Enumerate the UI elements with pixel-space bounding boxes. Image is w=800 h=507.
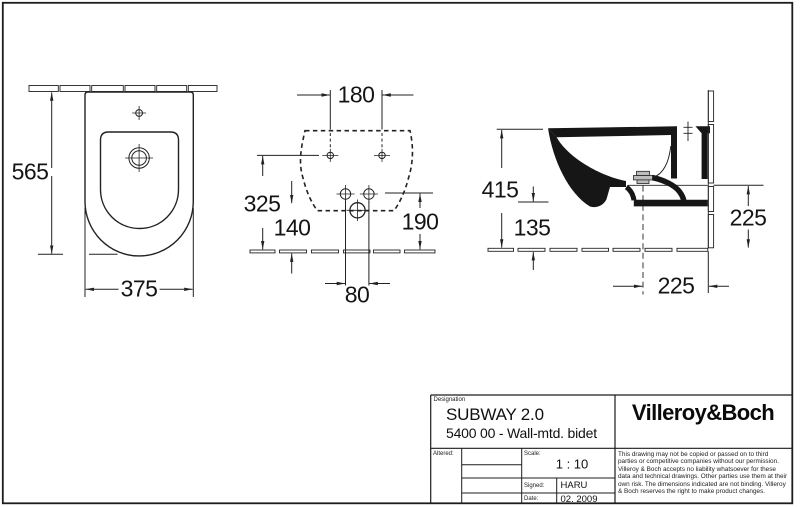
dim-side-wall-height: 225 — [727, 204, 769, 231]
dim-top-mid-height: 140 — [273, 214, 311, 241]
top-floor-hatch — [249, 249, 436, 254]
bidet-side-notch — [624, 184, 637, 201]
signed-label: Signed: — [524, 482, 545, 489]
legal-notice: This drawing may not be copied or passed… — [618, 450, 788, 496]
bidet-side-profile — [548, 126, 710, 208]
front-view — [28, 85, 218, 297]
side-fixing-mark — [683, 121, 693, 141]
top-upper-holes — [322, 148, 390, 162]
date-value: 02. 2009 — [560, 493, 598, 505]
designation-label: Designation — [433, 397, 466, 403]
bidet-front-rim — [99, 131, 180, 230]
dim-top-lower-height: 190 — [399, 208, 441, 235]
signed-value: HARU — [560, 480, 588, 491]
side-wall-hatch — [707, 90, 715, 249]
bidet-side-funnel-line — [653, 145, 672, 178]
front-wall-hatch — [28, 85, 218, 92]
front-height-dimension — [38, 92, 118, 255]
altered-label: Altered: — [433, 450, 454, 457]
side-bottom-height-dimension — [518, 186, 549, 270]
bidet-side-trap — [651, 174, 687, 203]
dim-top-upper-height: 325 — [241, 190, 283, 217]
top-bolt-spacing-dimension — [325, 200, 390, 286]
dim-side-depth: 225 — [655, 272, 697, 299]
dim-top-bolt-spacing: 80 — [344, 281, 370, 308]
product-name: SUBWAY 2.0 — [446, 405, 544, 424]
top-view — [249, 90, 436, 286]
front-width-dimension — [84, 208, 194, 297]
title-block-grid — [430, 394, 793, 504]
side-view — [487, 90, 764, 295]
side-drain-plug — [633, 170, 653, 184]
top-upper-height-dimension — [257, 154, 319, 250]
dim-side-bottom-height: 135 — [513, 214, 551, 241]
bidet-front-outline — [84, 91, 194, 257]
top-fixing-holes — [336, 185, 378, 203]
side-depth-dimension — [613, 251, 729, 293]
scale-label: Scale: — [524, 450, 541, 457]
dim-side-height: 415 — [479, 176, 521, 203]
side-height-dimension — [496, 128, 543, 248]
scale-value: 1 : 10 — [555, 456, 589, 472]
date-label: Date: — [524, 496, 539, 502]
dim-front-width: 375 — [118, 275, 160, 302]
side-wall-height-dimension — [713, 184, 764, 248]
top-lower-height-dimension — [385, 192, 433, 250]
front-faucet-hole — [125, 144, 154, 172]
front-top-hole — [132, 106, 147, 120]
brand-logo: Villeroy&Boch — [631, 400, 775, 425]
product-code: 5400 00 - Wall-mtd. bidet — [446, 425, 597, 441]
bidet-top-outline-dashed — [299, 129, 414, 212]
side-floor-hatch — [487, 247, 709, 252]
top-hole-spacing-dimension — [297, 90, 414, 148]
dim-front-height: 565 — [11, 158, 49, 185]
top-drain-hole — [346, 199, 369, 221]
dim-top-hole-spacing: 180 — [335, 81, 377, 108]
